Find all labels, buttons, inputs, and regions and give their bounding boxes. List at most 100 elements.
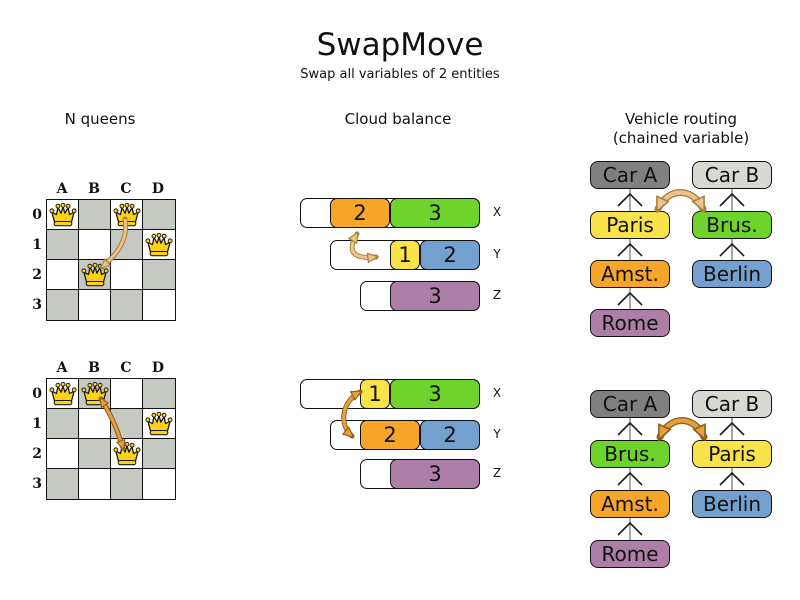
board-row-label: 2 bbox=[32, 446, 42, 462]
board-col-label: A bbox=[56, 181, 68, 197]
vehicle-node-berlin: Berlin bbox=[692, 490, 772, 518]
section-header-vehicle: Vehicle routing bbox=[624, 110, 737, 128]
vehicle-node-amst: Amst. bbox=[590, 490, 670, 518]
board-cell-D3 bbox=[143, 290, 175, 320]
board-cell-D3 bbox=[143, 469, 175, 499]
board-cell-B1 bbox=[79, 230, 111, 260]
queen-icon bbox=[145, 232, 173, 257]
chain-arrowhead bbox=[617, 471, 643, 486]
chain-arrowhead bbox=[719, 192, 745, 207]
chain-arrowhead bbox=[719, 421, 745, 436]
nqueens-board-before bbox=[46, 199, 176, 321]
vehicle-node-carb: Car B bbox=[692, 161, 772, 189]
swap-arrow-vehicle-after bbox=[656, 417, 708, 438]
board-cell-D1 bbox=[143, 409, 175, 439]
cloud-process-block: 2 bbox=[360, 420, 420, 450]
vehicle-node-paris: Paris bbox=[692, 440, 772, 468]
board-row-label: 3 bbox=[32, 476, 42, 492]
board-col-label: B bbox=[88, 360, 100, 376]
cloud-row-label: X bbox=[492, 205, 502, 219]
swap-arrow-vehicle-before bbox=[654, 189, 707, 210]
cloud-row-label: Y bbox=[493, 427, 501, 441]
board-cell-A3 bbox=[47, 290, 79, 320]
vehicle-node-brus: Brus. bbox=[590, 440, 670, 468]
cloud-process-block: 2 bbox=[420, 420, 480, 450]
board-cell-A0 bbox=[47, 379, 79, 409]
section-header-cloud: Cloud balance bbox=[344, 110, 452, 128]
cloud-row-label: X bbox=[492, 386, 502, 400]
queen-icon bbox=[80, 381, 109, 406]
chain-arrowhead bbox=[719, 242, 745, 257]
board-cell-D2 bbox=[143, 439, 175, 469]
vehicle-node-rome: Rome bbox=[590, 309, 670, 337]
board-row-label: 1 bbox=[32, 416, 42, 432]
chain-arrowhead bbox=[617, 521, 643, 536]
board-cell-A2 bbox=[47, 439, 79, 469]
cloud-row-label: Z bbox=[492, 288, 502, 302]
board-cell-D0 bbox=[143, 200, 175, 230]
board-cell-B3 bbox=[79, 290, 111, 320]
board-col-label: D bbox=[151, 360, 165, 376]
board-col-label: C bbox=[120, 181, 132, 197]
board-col-label: D bbox=[151, 181, 165, 197]
board-cell-A1 bbox=[47, 409, 79, 439]
vehicle-node-brus: Brus. bbox=[692, 211, 772, 239]
vehicle-node-cara: Car A bbox=[590, 390, 670, 418]
cloud-row-label: Z bbox=[492, 466, 502, 480]
board-cell-B1 bbox=[79, 409, 111, 439]
board-col-label: B bbox=[88, 181, 100, 197]
queen-icon bbox=[80, 262, 109, 287]
board-cell-B2 bbox=[79, 439, 111, 469]
board-cell-C1 bbox=[111, 409, 143, 439]
chain-arrowhead bbox=[617, 242, 643, 257]
section-header-vehicle-sub: (chained variable) bbox=[612, 129, 750, 147]
cloud-process-block: 2 bbox=[420, 240, 480, 270]
board-cell-C3 bbox=[111, 469, 143, 499]
vehicle-node-carb: Car B bbox=[692, 390, 772, 418]
vehicle-node-amst: Amst. bbox=[590, 260, 670, 288]
board-cell-D0 bbox=[143, 379, 175, 409]
board-cell-C0 bbox=[111, 379, 143, 409]
board-col-label: C bbox=[120, 360, 132, 376]
vehicle-node-cara: Car A bbox=[590, 161, 670, 189]
section-header-nqueens: N queens bbox=[64, 110, 136, 128]
vehicle-node-rome: Rome bbox=[590, 540, 670, 568]
board-cell-B0 bbox=[79, 379, 111, 409]
board-row-label: 0 bbox=[32, 386, 42, 402]
cloud-process-block: 1 bbox=[360, 379, 390, 409]
board-col-label: A bbox=[56, 360, 68, 376]
board-cell-A1 bbox=[47, 230, 79, 260]
board-cell-A2 bbox=[47, 260, 79, 290]
board-row-label: 1 bbox=[32, 237, 42, 253]
chain-arrowhead bbox=[617, 421, 643, 436]
board-cell-C3 bbox=[111, 290, 143, 320]
page-title: SwapMove bbox=[316, 27, 484, 63]
board-cell-B2 bbox=[79, 260, 111, 290]
queen-icon bbox=[145, 411, 173, 436]
page-subtitle: Swap all variables of 2 entities bbox=[300, 67, 500, 82]
board-cell-C2 bbox=[111, 439, 143, 469]
nqueens-board-after bbox=[46, 378, 176, 500]
cloud-process-block: 3 bbox=[390, 459, 480, 489]
chain-arrowhead bbox=[719, 471, 745, 486]
vehicle-node-berlin: Berlin bbox=[692, 260, 772, 288]
board-row-label: 3 bbox=[32, 297, 42, 313]
board-row-label: 2 bbox=[32, 267, 42, 283]
queen-icon bbox=[48, 202, 77, 227]
board-cell-A3 bbox=[47, 469, 79, 499]
cloud-process-block: 1 bbox=[390, 240, 420, 270]
vehicle-node-paris: Paris bbox=[590, 211, 670, 239]
chain-arrowhead bbox=[617, 291, 643, 306]
cloud-process-block: 3 bbox=[390, 198, 480, 228]
chain-arrowhead bbox=[617, 192, 643, 207]
cloud-process-block: 2 bbox=[330, 198, 390, 228]
board-cell-D1 bbox=[143, 230, 175, 260]
board-cell-C1 bbox=[111, 230, 143, 260]
queen-icon bbox=[112, 202, 141, 227]
board-cell-C0 bbox=[111, 200, 143, 230]
board-cell-D2 bbox=[143, 260, 175, 290]
queen-icon bbox=[48, 381, 77, 406]
queen-icon bbox=[112, 441, 141, 466]
board-cell-B3 bbox=[79, 469, 111, 499]
